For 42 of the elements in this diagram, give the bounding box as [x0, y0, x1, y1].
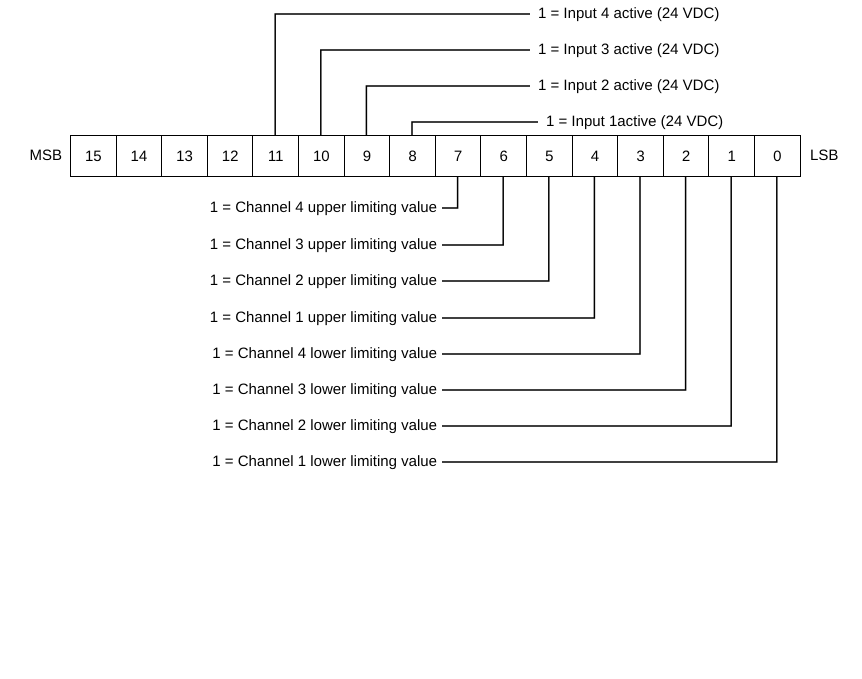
bit-description: 1 = Channel 4 lower limiting value — [212, 345, 437, 363]
leader-line — [442, 177, 686, 391]
leader-line — [442, 177, 596, 319]
bit-cell: 2 — [662, 135, 710, 177]
bit-description: 1 = Channel 3 lower limiting value — [212, 381, 437, 399]
bit-description: 1 = Channel 2 upper limiting value — [210, 272, 437, 290]
bit-cell: 0 — [754, 135, 801, 177]
bit-cell: 13 — [161, 135, 208, 177]
leader-line — [320, 49, 530, 135]
leader-line — [442, 177, 550, 282]
leader-line — [442, 177, 458, 209]
bit-description: 1 = Channel 1 lower limiting value — [212, 453, 437, 471]
bit-cell: 1 — [708, 135, 755, 177]
bit-description: 1 = Input 3 active (24 VDC) — [538, 41, 720, 59]
bit-cell: 15 — [70, 135, 117, 177]
bit-cell: 6 — [480, 135, 527, 177]
bit-description: 1 = Channel 2 lower limiting value — [212, 417, 437, 435]
bit-cell: 12 — [206, 135, 254, 177]
bit-cell: 9 — [344, 135, 390, 177]
bit-cell: 14 — [116, 135, 162, 177]
bit-cell: 4 — [572, 135, 618, 177]
bit-cell: 3 — [617, 135, 664, 177]
leader-line — [366, 85, 530, 135]
bit-description: 1 = Channel 4 upper limiting value — [210, 199, 437, 217]
leader-line — [442, 177, 778, 463]
leader-line — [442, 177, 732, 427]
leader-line — [442, 177, 504, 246]
leader-line — [274, 13, 530, 135]
leader-line — [442, 177, 641, 355]
bit-cell: 5 — [526, 135, 573, 177]
bit-description: 1 = Input 2 active (24 VDC) — [538, 77, 720, 95]
lsb-label: LSB — [810, 147, 838, 165]
bit-description: 1 = Input 1active (24 VDC) — [546, 113, 724, 131]
bit-description: 1 = Channel 1 upper limiting value — [210, 309, 437, 327]
msb-label: MSB — [29, 147, 62, 165]
bit-cell: 10 — [298, 135, 345, 177]
bit-description: 1 = Channel 3 upper limiting value — [210, 236, 437, 254]
bit-cell: 7 — [434, 135, 482, 177]
leader-line — [411, 121, 538, 135]
bit-description: 1 = Input 4 active (24 VDC) — [538, 5, 720, 23]
bit-cell: 11 — [252, 135, 299, 177]
bit-cell: 8 — [389, 135, 436, 177]
